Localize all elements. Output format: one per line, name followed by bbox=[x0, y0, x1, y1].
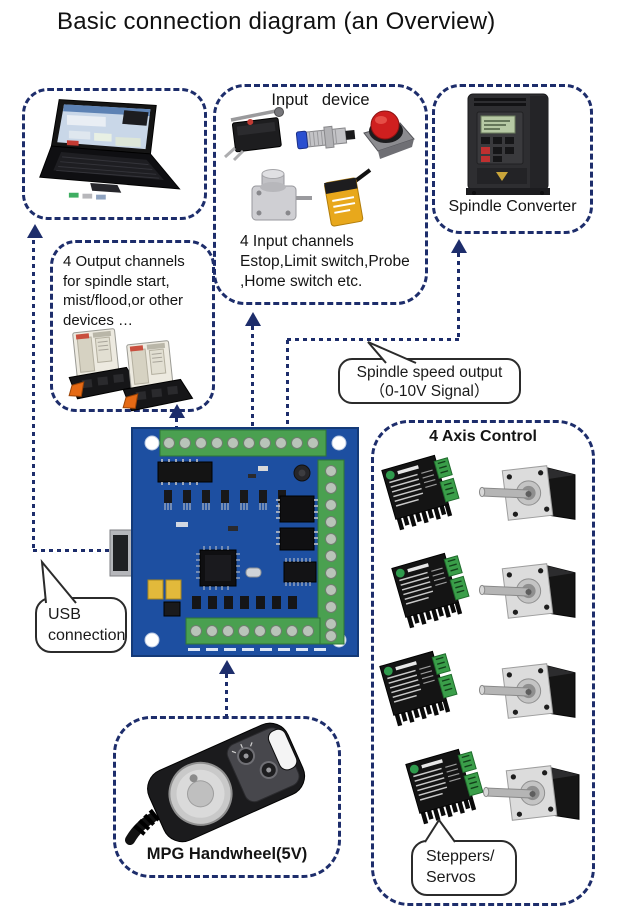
arrow-to-pc bbox=[27, 224, 43, 238]
spindle-speed-line2: （0-10V Signal） bbox=[369, 383, 490, 400]
output-caption-line1: 4 Output channels bbox=[63, 253, 185, 270]
arrow-to-input-box bbox=[245, 312, 261, 326]
usb-callout-line2: connection bbox=[48, 627, 126, 644]
steppers-line1: Steppers/ bbox=[426, 848, 495, 865]
spindle-line-h bbox=[287, 338, 460, 341]
output-caption-line4: devices … bbox=[63, 311, 134, 329]
axis-control-box bbox=[371, 420, 595, 906]
usb-callout-line1: USB bbox=[48, 606, 81, 623]
input-caption-line3: ,Home switch etc. bbox=[240, 273, 363, 290]
output-caption-line2: for spindle start, bbox=[63, 272, 170, 290]
mpg-label: MPG Handwheel(5V) bbox=[146, 845, 308, 863]
mpg-line bbox=[225, 674, 228, 717]
pc-box bbox=[22, 88, 207, 220]
steppers-line2: Servos bbox=[426, 869, 476, 886]
mpg-box bbox=[113, 716, 341, 878]
spindle-speed-callout: Spindle speed output （0-10V Signal） bbox=[338, 358, 521, 404]
spindle-converter-label: Spindle Converter bbox=[448, 198, 577, 215]
spindle-converter-box bbox=[432, 84, 593, 234]
relay-module-icon bbox=[116, 338, 194, 413]
input-caption-line2: Estop,Limit switch,Probe bbox=[240, 253, 410, 270]
vfd-inverter-image bbox=[466, 93, 550, 195]
input-device-box bbox=[213, 84, 428, 305]
proximity-sensor-icon bbox=[295, 125, 356, 150]
input-caption: 4 Input channels Estop,Limit switch,Prob… bbox=[240, 232, 410, 292]
inductive-sensor-icon bbox=[324, 168, 372, 227]
spindle-speed-line1: Spindle speed output bbox=[356, 364, 503, 381]
spindle-line-v1 bbox=[286, 340, 289, 430]
mpg-pendant-image bbox=[125, 722, 306, 845]
steppers-callout-tail bbox=[424, 818, 456, 843]
pc-usb-line-vertical bbox=[32, 240, 35, 550]
output-caption: 4 Output channels for spindle start, mis… bbox=[63, 252, 185, 330]
axis-box-title: 4 Axis Control bbox=[429, 428, 537, 445]
steppers-servos-callout: Steppers/ Servos bbox=[411, 840, 517, 896]
usb-connection-callout: USB connection bbox=[35, 597, 127, 653]
input-caption-line1: 4 Input channels bbox=[240, 233, 354, 250]
spindle-speed-callout-tail bbox=[367, 341, 417, 364]
pc-usb-line-horizontal bbox=[33, 549, 111, 552]
output-caption-line3: mist/flood,or other bbox=[63, 292, 184, 309]
estop-button-icon bbox=[363, 110, 415, 159]
stepper-driver-icon bbox=[379, 647, 462, 728]
arrow-to-spindle-converter bbox=[451, 239, 467, 253]
stepper-driver-icon bbox=[381, 451, 464, 532]
page-title: Basic connection diagram (an Overview) bbox=[57, 8, 496, 35]
stepper-motor-icon bbox=[478, 465, 576, 521]
input-box-title: Input device bbox=[271, 91, 370, 109]
output-line bbox=[175, 418, 178, 430]
stepper-motor-icon bbox=[478, 663, 576, 719]
arrow-to-board-from-mpg bbox=[219, 660, 235, 674]
stepper-motor-icon bbox=[482, 765, 580, 821]
controller-board-image bbox=[109, 427, 359, 657]
arrow-to-output-box bbox=[169, 404, 185, 418]
micro-limit-switch-icon bbox=[223, 107, 284, 162]
usb-callout-tail bbox=[40, 558, 77, 604]
input-line bbox=[251, 326, 254, 430]
stepper-driver-icon bbox=[391, 549, 474, 630]
spindle-line-v2 bbox=[457, 253, 460, 341]
encoder-switch-icon bbox=[251, 169, 312, 221]
laptop-image bbox=[39, 99, 181, 200]
stepper-motor-icon bbox=[478, 563, 576, 619]
